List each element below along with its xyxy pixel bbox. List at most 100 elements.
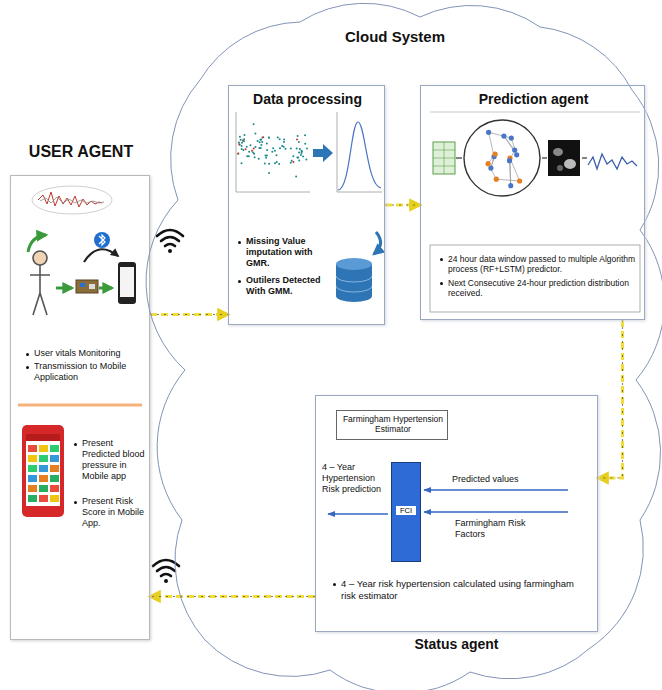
sensor-device bbox=[99, 235, 105, 245]
mobile-app-phone bbox=[39, 475, 48, 482]
mobile-app-phone bbox=[39, 495, 48, 502]
sensor-device bbox=[89, 284, 95, 289]
flow-connector bbox=[150, 313, 228, 316]
scatter-chart bbox=[239, 144, 241, 146]
sensor-device bbox=[56, 287, 72, 290]
wifi-icon bbox=[164, 579, 168, 583]
scatter-chart bbox=[266, 149, 268, 151]
scatter-chart bbox=[281, 145, 283, 147]
estimator-arrows bbox=[424, 511, 568, 512]
scatter-chart bbox=[291, 160, 293, 162]
mobile-app-phone bbox=[28, 475, 37, 482]
box-title: Data processing bbox=[229, 91, 386, 108]
scatter-chart bbox=[253, 123, 255, 125]
process-arrow bbox=[338, 122, 381, 190]
prediction-model-art bbox=[489, 132, 512, 138]
mobile-app-phone bbox=[28, 445, 37, 452]
scatter-chart bbox=[237, 153, 239, 155]
process-arrow bbox=[337, 112, 382, 192]
scatter-chart bbox=[254, 156, 256, 158]
wifi-icon bbox=[157, 230, 183, 246]
scatter-chart bbox=[302, 156, 304, 158]
scatter-chart bbox=[283, 141, 285, 143]
scatter-chart bbox=[248, 151, 250, 153]
database-symbol bbox=[336, 258, 372, 270]
scatter-chart bbox=[298, 152, 300, 154]
flow-connector bbox=[598, 320, 623, 478]
cloud-region: Cloud SystemData processingMissing Value… bbox=[145, 0, 660, 690]
scatter-chart bbox=[262, 136, 264, 138]
mobile-app-phone bbox=[39, 485, 48, 492]
mobile-app-phone bbox=[50, 455, 59, 462]
scatter-chart bbox=[258, 147, 260, 149]
sensor-device bbox=[84, 249, 118, 262]
scatter-chart bbox=[265, 155, 267, 157]
scatter-chart bbox=[304, 134, 306, 136]
prediction-model-art bbox=[433, 142, 455, 174]
mobile-app-phone bbox=[28, 465, 37, 472]
scatter-chart bbox=[283, 139, 285, 141]
scatter-chart bbox=[245, 148, 247, 150]
bullet-text: Present Predicted blood pressure in Mobi… bbox=[73, 438, 149, 482]
flow-connector-dots bbox=[598, 320, 623, 478]
prediction-model-art bbox=[493, 151, 498, 156]
person-figure bbox=[30, 265, 50, 315]
scatter-chart bbox=[262, 136, 264, 138]
flow-connector bbox=[385, 204, 420, 207]
scatter-chart bbox=[264, 162, 266, 164]
bullet-text: Transmission to Mobile Application bbox=[25, 361, 149, 383]
prediction-model-art bbox=[548, 140, 580, 176]
flow-connector-dots bbox=[385, 205, 420, 206]
mobile-app-phone bbox=[26, 434, 60, 506]
prediction-model-art bbox=[507, 158, 512, 163]
scatter-chart bbox=[268, 137, 270, 139]
scatter-chart bbox=[268, 163, 270, 165]
prediction-model-art bbox=[509, 136, 514, 141]
process-box: Data processingMissing Value imputation … bbox=[228, 85, 385, 325]
scatter-chart bbox=[278, 163, 280, 165]
scatter-chart bbox=[236, 112, 310, 192]
cloud-outline bbox=[146, 3, 662, 690]
prediction-model-art bbox=[588, 154, 637, 169]
scatter-chart bbox=[274, 150, 276, 152]
wifi-icon bbox=[168, 249, 172, 253]
prediction-model-art bbox=[582, 157, 587, 158]
scatter-chart bbox=[259, 141, 261, 143]
scatter-chart bbox=[254, 132, 256, 134]
person-figure bbox=[28, 235, 50, 315]
mobile-app-phone bbox=[28, 485, 37, 492]
estimator-block: FCI bbox=[391, 462, 421, 562]
bullet-text: Outilers Detected With GMM. bbox=[237, 275, 332, 297]
flow-connector bbox=[598, 320, 623, 478]
scatter-chart bbox=[300, 154, 302, 156]
divider-line bbox=[18, 404, 142, 407]
scatter-chart bbox=[290, 148, 292, 150]
prediction-model-art bbox=[430, 112, 640, 113]
scatter-chart bbox=[297, 135, 299, 137]
scatter-chart bbox=[295, 176, 297, 178]
mobile-app-phone bbox=[22, 425, 64, 517]
sensor-device bbox=[99, 287, 112, 290]
mobile-app-phone bbox=[28, 455, 37, 462]
mobile-app-phone bbox=[50, 445, 59, 452]
scatter-chart bbox=[272, 147, 274, 149]
prediction-model-art bbox=[557, 165, 563, 171]
scatter-chart bbox=[241, 148, 243, 150]
bullet-text: Present Risk Score in Mobile App. bbox=[73, 496, 149, 529]
scatter-chart bbox=[246, 155, 248, 157]
node-text: Farmingham Hypertension Estimator bbox=[341, 414, 445, 435]
scatter-chart bbox=[236, 112, 310, 192]
bullet-text: Missing Value imputation with GMR. bbox=[237, 236, 332, 269]
scatter-chart bbox=[304, 143, 306, 145]
process-box: Prediction agent24 hour data window pass… bbox=[420, 85, 645, 320]
scatter-chart bbox=[297, 156, 299, 158]
scatter-chart bbox=[271, 151, 273, 153]
scatter-chart bbox=[237, 153, 239, 155]
scatter-chart bbox=[276, 154, 278, 156]
scatter-chart bbox=[279, 147, 281, 149]
person-figure bbox=[33, 251, 47, 265]
process-arrow bbox=[313, 112, 382, 192]
scatter-chart bbox=[299, 148, 301, 150]
agent-heading: USER AGENT bbox=[11, 142, 151, 162]
scatter-chart bbox=[298, 141, 300, 143]
